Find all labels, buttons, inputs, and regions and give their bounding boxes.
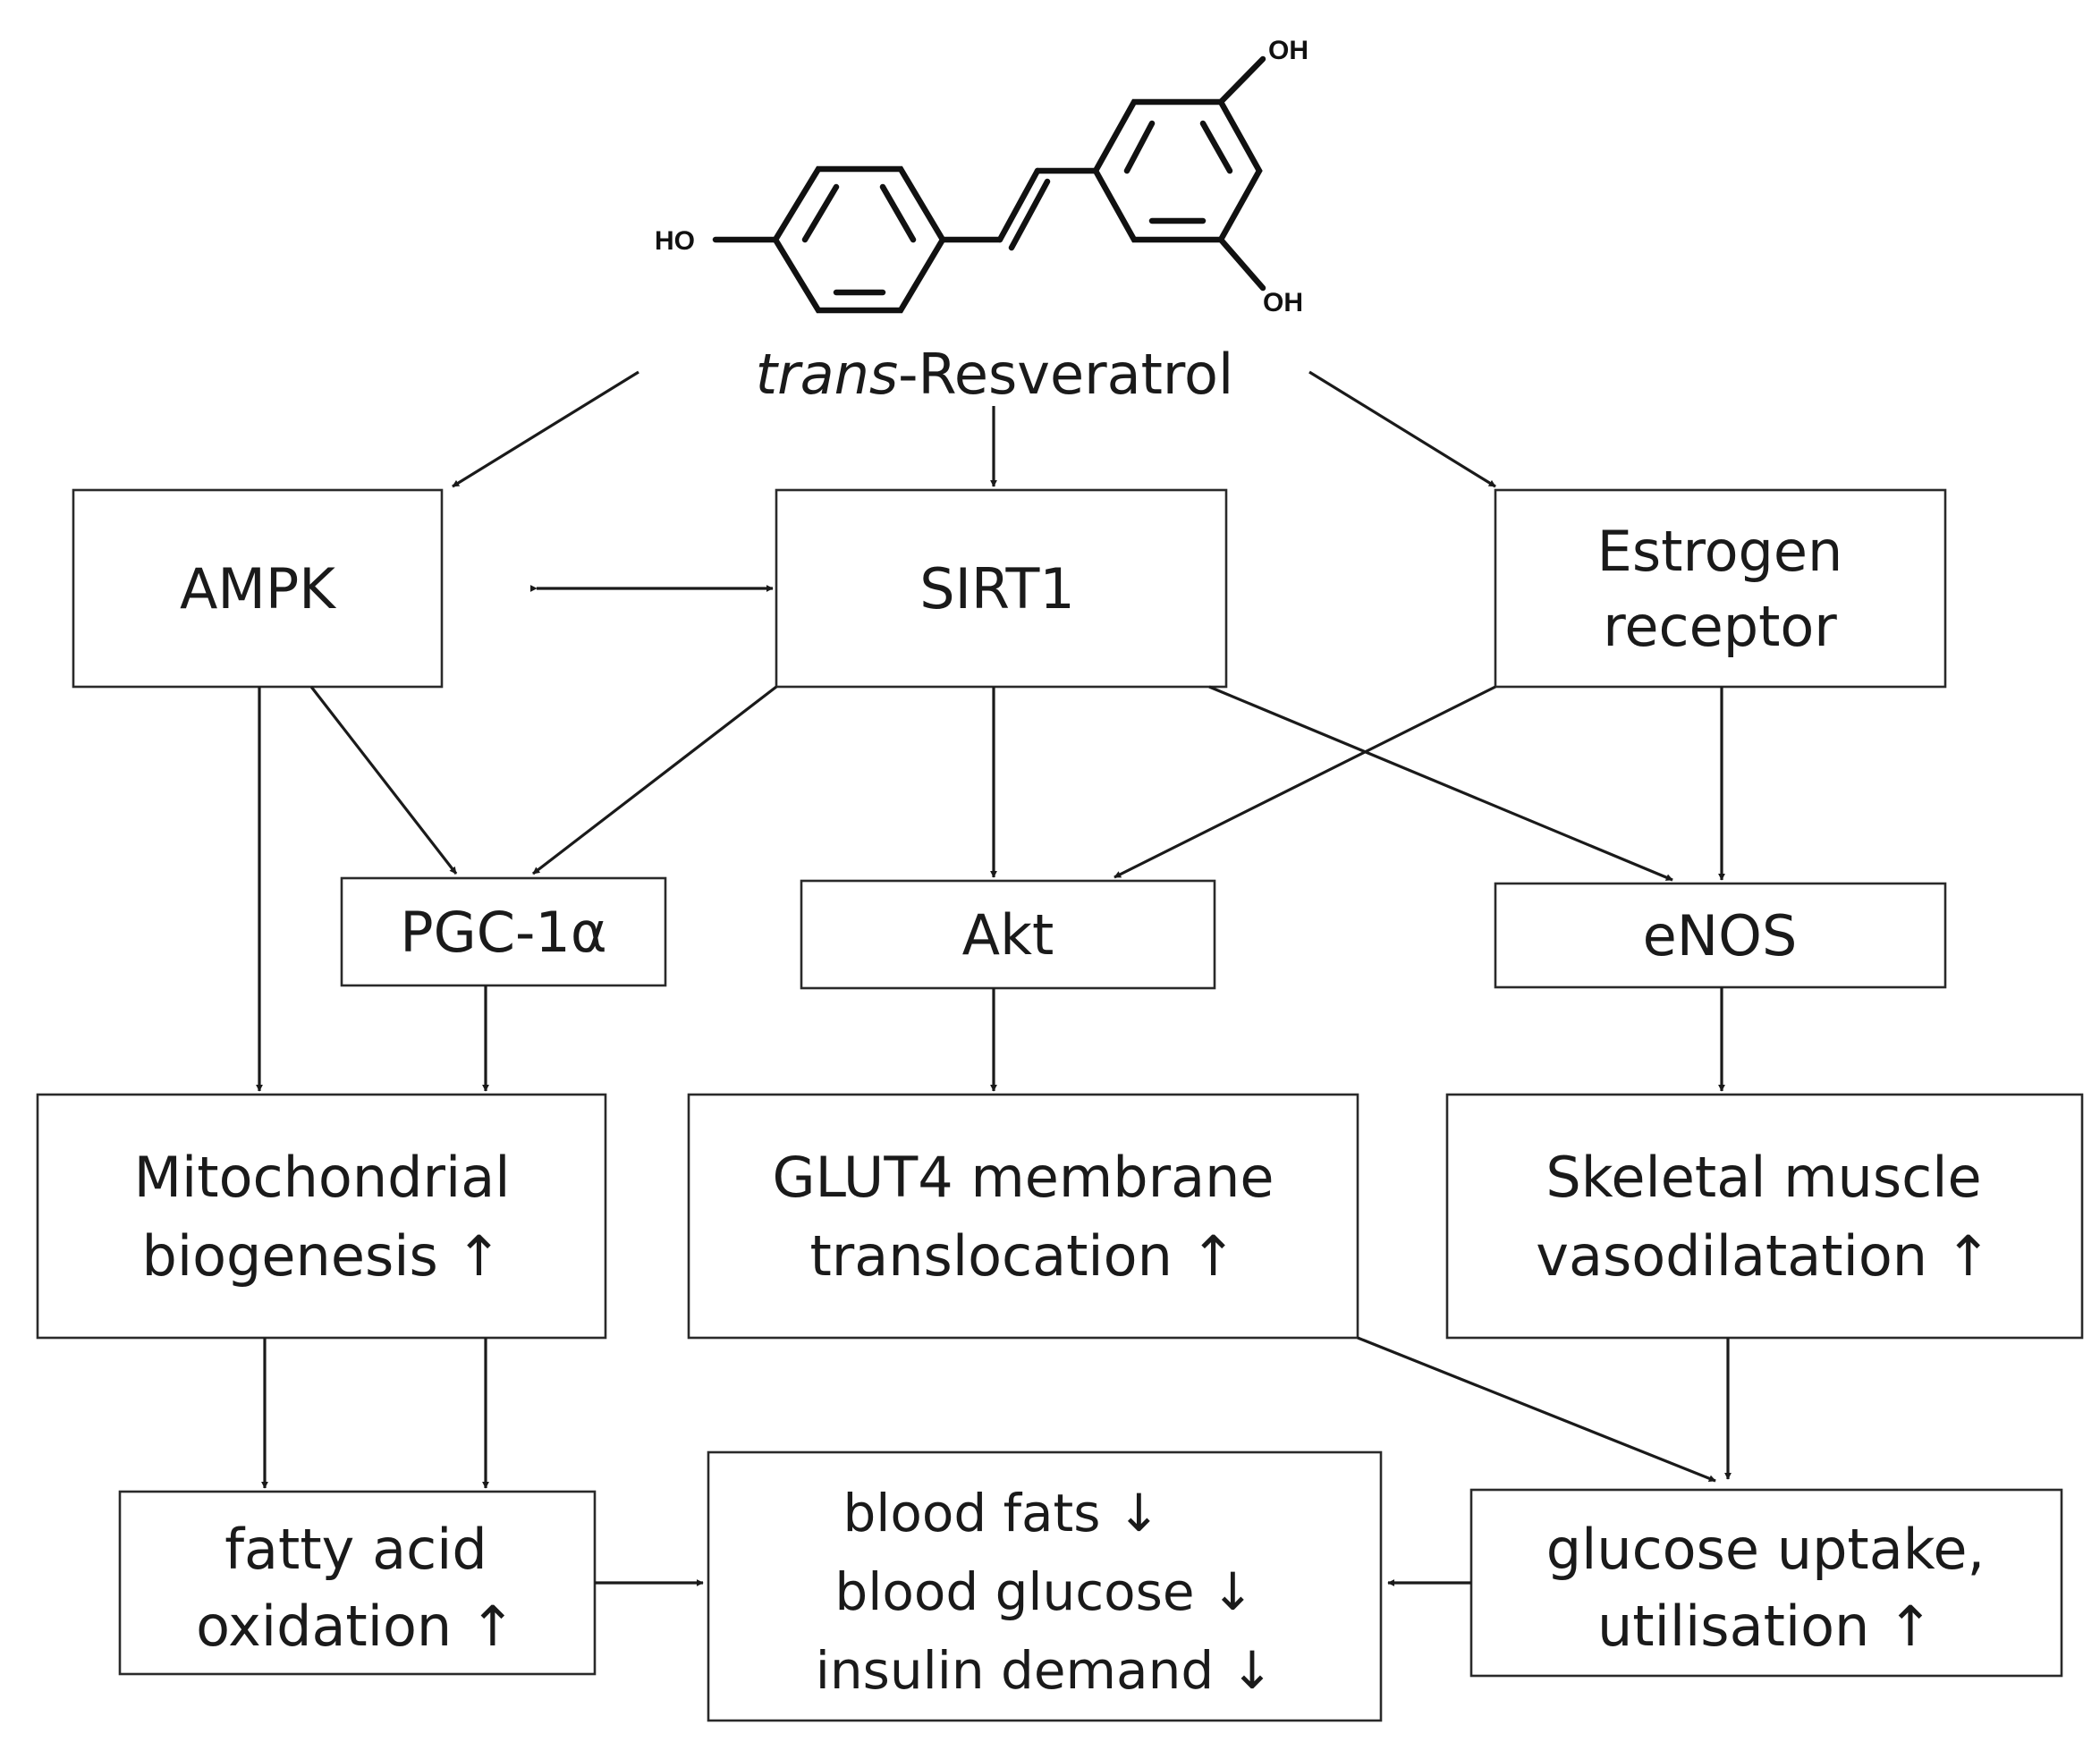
node-fatty-line1: fatty acid bbox=[224, 1517, 487, 1582]
arrow-resveratrol-to-estrogen bbox=[1308, 370, 1496, 488]
node-glucose-line2: utilisation ↑ bbox=[1597, 1594, 1934, 1659]
compound-name: trans-Resveratrol bbox=[756, 342, 1233, 407]
node-enos-label: eNOS bbox=[1643, 903, 1798, 968]
arrow-resveratrol-to-ampk bbox=[452, 370, 639, 488]
resveratrol-structure: HO OH OH bbox=[655, 36, 1308, 317]
node-blood-line2: blood glucose ↓ bbox=[834, 1561, 1254, 1622]
arrow-glut4-to-glucose-uptake bbox=[1357, 1336, 1716, 1483]
node-estrogen-line2: receptor bbox=[1603, 594, 1837, 659]
node-glucose-uptake: glucose uptake, utilisation ↑ bbox=[1469, 1488, 2063, 1678]
arrow-ampk-to-pgc1a bbox=[309, 686, 458, 875]
node-estrogen-line1: Estrogen bbox=[1597, 519, 1843, 584]
node-skeletal-line1: Skeletal muscle bbox=[1545, 1145, 1981, 1210]
arrows bbox=[256, 370, 1732, 1586]
node-fatty-acid-oxidation: fatty acid oxidation ↑ bbox=[118, 1490, 597, 1676]
oh-bottom-label: OH bbox=[1263, 288, 1303, 317]
node-blood-outcomes: blood fats ↓ blood glucose ↓ insulin dem… bbox=[707, 1450, 1383, 1722]
node-enos: eNOS bbox=[1494, 882, 1947, 989]
arrow-estrogen-to-akt bbox=[1114, 685, 1496, 879]
node-mito-line1: Mitochondrial bbox=[134, 1145, 511, 1210]
node-sirt1: SIRT1 bbox=[775, 488, 1228, 689]
right-benzene-ring bbox=[1092, 98, 1263, 243]
node-blood-line1: blood fats ↓ bbox=[843, 1483, 1160, 1543]
oh-bond-bottom bbox=[1217, 236, 1266, 292]
node-glut4-line1: GLUT4 membrane bbox=[772, 1145, 1274, 1210]
node-mitochondrial-biogenesis: Mitochondrial biogenesis ↑ bbox=[36, 1093, 607, 1340]
ho-label: HO bbox=[655, 226, 695, 256]
vinyl-double-a bbox=[996, 167, 1041, 243]
node-glut4-translocation: GLUT4 membrane translocation ↑ bbox=[687, 1093, 1359, 1340]
vinyl-double-b bbox=[1008, 178, 1051, 251]
oh-top-label: OH bbox=[1268, 36, 1308, 65]
node-akt: Akt bbox=[800, 879, 1216, 990]
node-glut4-line2: translocation ↑ bbox=[809, 1223, 1236, 1289]
oh-bond-top bbox=[1217, 55, 1266, 106]
node-estrogen-receptor: Estrogen receptor bbox=[1494, 488, 1947, 689]
node-glucose-line1: glucose uptake, bbox=[1546, 1517, 1986, 1582]
arrow-sirt1-to-enos bbox=[1208, 685, 1673, 882]
node-ampk: AMPK bbox=[72, 488, 444, 689]
node-blood-line3: insulin demand ↓ bbox=[816, 1640, 1274, 1701]
node-sirt1-label: SIRT1 bbox=[919, 556, 1075, 622]
node-pgc1a-label: PGC-1α bbox=[400, 900, 606, 965]
node-akt-label: Akt bbox=[962, 902, 1054, 968]
node-ampk-label: AMPK bbox=[180, 556, 336, 622]
compound-name-suffix: -Resveratrol bbox=[898, 342, 1233, 407]
node-fatty-line2: oxidation ↑ bbox=[196, 1594, 516, 1659]
compound-name-prefix: trans bbox=[756, 342, 898, 407]
left-benzene-ring bbox=[772, 165, 946, 314]
node-skeletal-line2: vasodilatation ↑ bbox=[1536, 1223, 1991, 1289]
arrow-sirt1-to-pgc1a bbox=[532, 685, 777, 875]
node-mito-line2: biogenesis ↑ bbox=[142, 1223, 503, 1289]
node-pgc1a: PGC-1α bbox=[340, 876, 667, 987]
node-skeletal-vasodilatation: Skeletal muscle vasodilatation ↑ bbox=[1445, 1093, 2084, 1340]
